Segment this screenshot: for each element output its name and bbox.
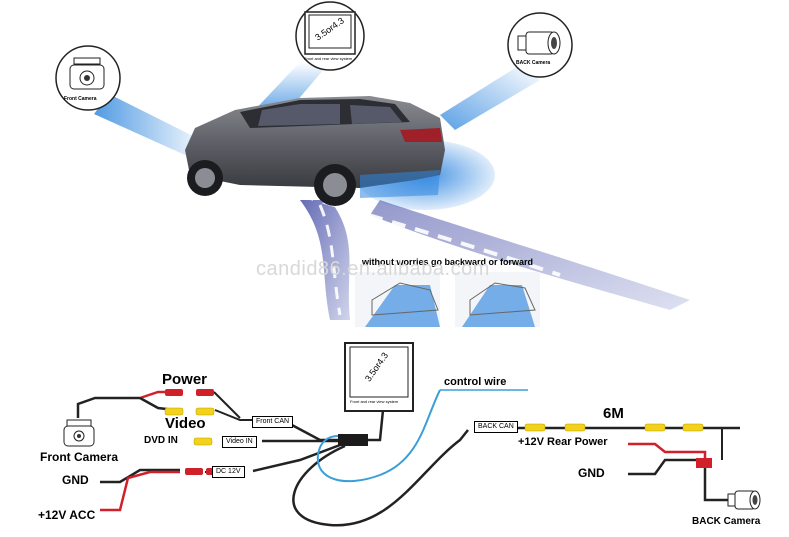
- wiring-diagram: [63, 342, 761, 527]
- video-in-tag: Video IN: [222, 436, 257, 448]
- front-camera-label: Front Camera: [40, 450, 119, 464]
- monitor-icon-top: [295, 1, 365, 71]
- monitor-caption-bottom: Front and rear view system: [350, 399, 399, 404]
- watermark: candid86.en.alibaba.com: [256, 258, 490, 280]
- monitor-beam: [250, 62, 330, 115]
- gnd-left-label: GND: [62, 473, 89, 487]
- front-can-tag: Front CAN: [252, 416, 294, 428]
- cable-length-label: 6M: [603, 405, 624, 422]
- power-label: Power: [162, 371, 208, 388]
- monitor-caption-top: Front and rear view system: [304, 56, 353, 61]
- front-camera-icon-top: [55, 45, 121, 111]
- dvd-in-label: DVD IN: [144, 435, 178, 446]
- back-camera-icon-top: [507, 12, 573, 78]
- video-label: Video: [165, 415, 206, 432]
- control-wire-label: control wire: [444, 376, 507, 388]
- tagline: without worries go backward or forward: [362, 257, 534, 267]
- acc-label: +12V ACC: [38, 508, 96, 522]
- back-camera-label: BACK Camera: [692, 516, 761, 527]
- back-camera-caption-top: BACK Camera: [516, 60, 551, 66]
- front-camera-beam: [94, 94, 209, 159]
- back-can-tag: BACK CAN: [474, 421, 518, 433]
- dc-12v-tag: DC 12V: [212, 466, 245, 478]
- back-camera-beam: [440, 65, 540, 130]
- reverse-thumbnails: [355, 272, 540, 327]
- car-illustration: [185, 96, 445, 206]
- gnd-right-label: GND: [578, 466, 605, 480]
- rear-power-label: +12V Rear Power: [518, 436, 608, 448]
- front-camera-caption-top: Front Camera: [64, 96, 97, 102]
